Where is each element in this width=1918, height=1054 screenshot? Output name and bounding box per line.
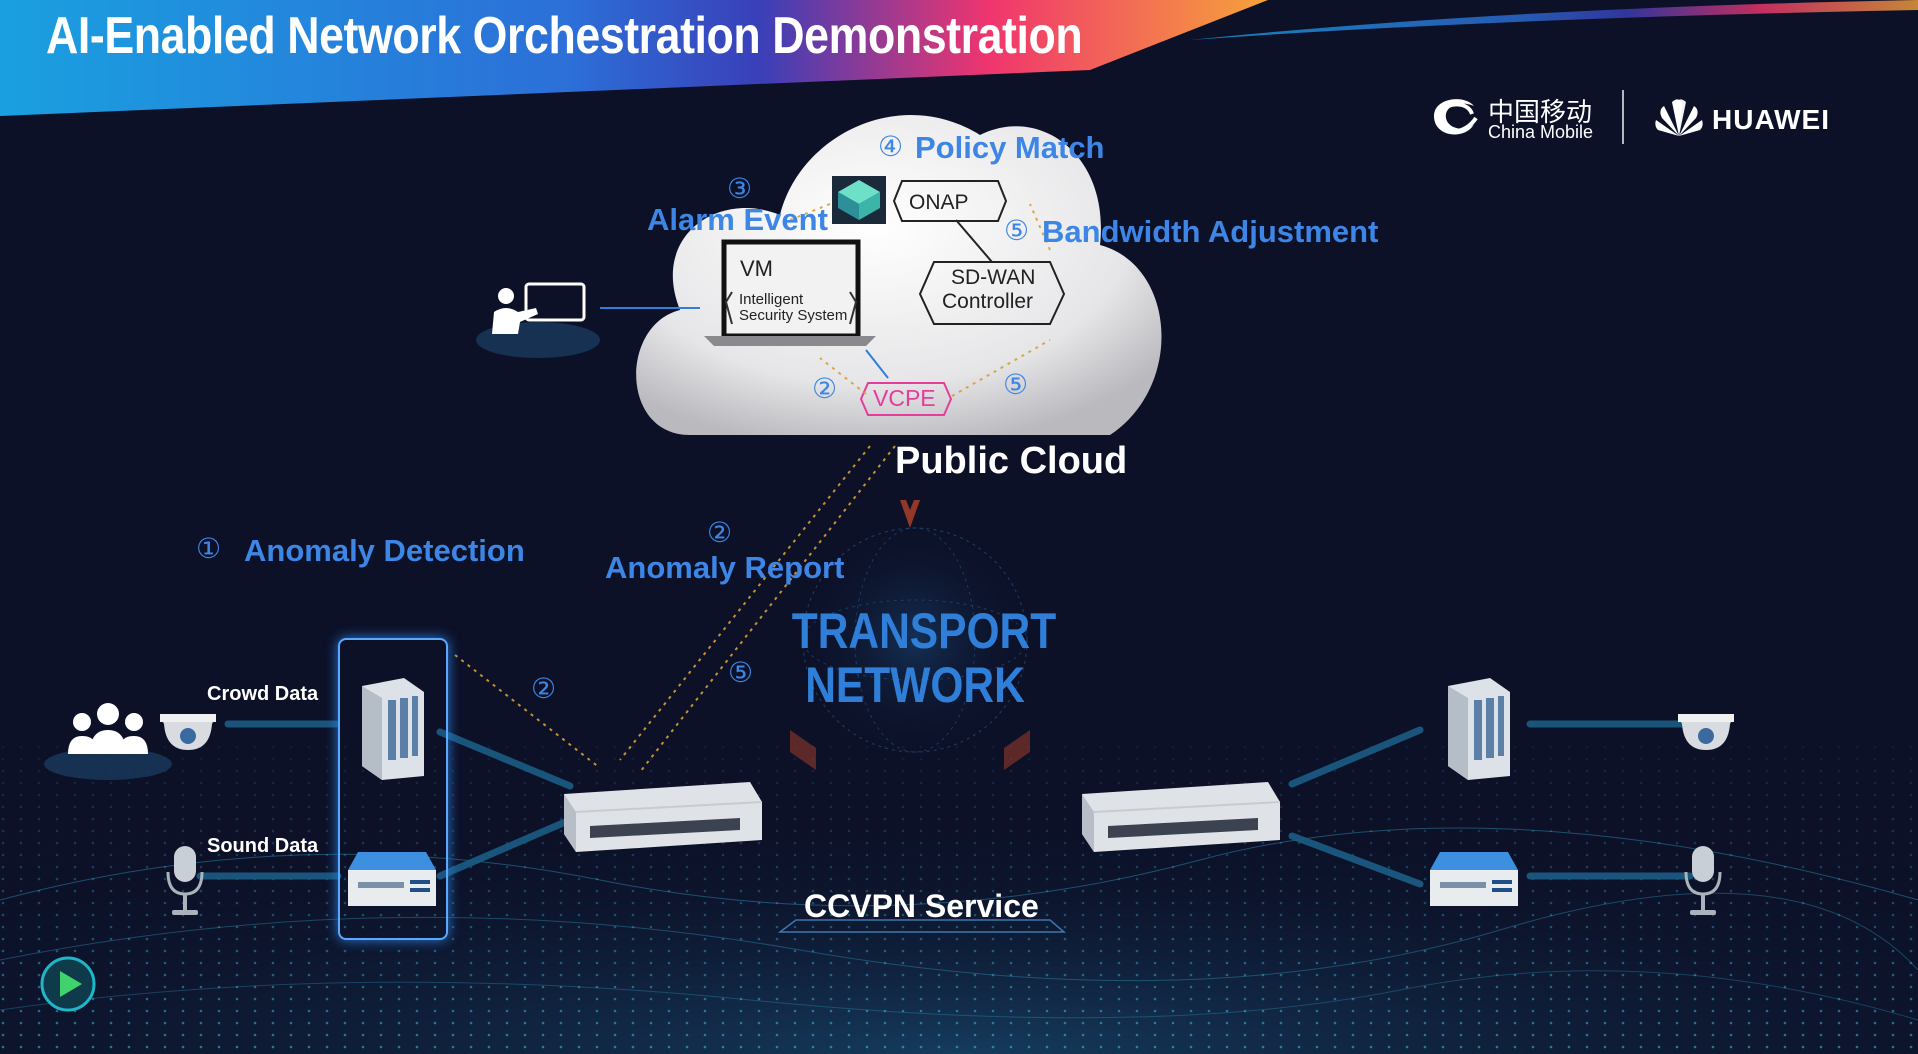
vm-line2: Security System — [739, 307, 848, 324]
onap-box — [892, 180, 1008, 222]
crowd-data-label: Crowd Data — [207, 683, 319, 705]
edge-devices-frame — [338, 638, 448, 940]
step4-label: Policy Match — [915, 130, 1105, 165]
router-right-icon — [1082, 782, 1281, 852]
presenter-icon — [476, 282, 600, 358]
sdwan-box — [918, 219, 1066, 325]
public-cloud-shape — [636, 114, 1162, 436]
flow-step2-marker: ② — [531, 672, 557, 705]
vm-title: VM — [740, 256, 773, 281]
public-cloud-label: Public Cloud — [895, 440, 1128, 482]
camera-icon — [160, 714, 216, 750]
huawei-logo-icon — [1655, 99, 1703, 136]
title-banner — [0, 0, 1918, 116]
vcpe-label: VCPE — [873, 385, 936, 411]
step3-num: ③ — [727, 172, 753, 205]
china-mobile-cn: 中国移动 — [1488, 98, 1593, 128]
ccvpn-service-label: CCVPN Service — [804, 888, 1039, 924]
transport-line2: NETWORK — [805, 657, 1025, 713]
storage-server-right-icon — [1430, 852, 1518, 906]
onap-label: ONAP — [909, 191, 969, 214]
logo-divider — [1622, 90, 1624, 144]
vm-line1: Intelligent — [739, 291, 804, 308]
sdwan-line2: Controller — [942, 290, 1034, 313]
step2-label: Anomaly Report — [605, 550, 845, 585]
step1-label: Anomaly Detection — [244, 533, 525, 568]
server-rack-icon — [362, 678, 424, 780]
storage-server-icon — [348, 852, 436, 906]
step2-num: ② — [707, 516, 733, 549]
page-title: AI-Enabled Network Orchestration Demonst… — [46, 7, 1083, 65]
play-icon[interactable] — [40, 956, 96, 1012]
onap-logo-icon — [832, 176, 886, 224]
vcpe-box — [859, 382, 953, 416]
step1-num: ① — [196, 532, 222, 565]
step5-num: ⑤ — [1004, 214, 1030, 247]
vcpe-step2-marker: ② — [812, 372, 838, 405]
transport-line1: TRANSPORT — [791, 603, 1057, 659]
step5-label: Bandwidth Adjustment — [1042, 214, 1379, 249]
china-mobile-logo-icon — [1434, 99, 1478, 135]
crowd-icon — [44, 703, 172, 780]
step4-num: ④ — [878, 130, 904, 163]
huawei-wordmark: HUAWEI — [1712, 104, 1830, 135]
sound-data-label: Sound Data — [207, 835, 319, 857]
laptop-icon — [704, 239, 876, 346]
camera-right-icon — [1678, 714, 1734, 750]
step3-label: Alarm Event — [647, 202, 828, 237]
microphone-right-icon — [1684, 846, 1722, 915]
server-rack-right-icon — [1448, 678, 1510, 780]
transport-network-label: TRANSPORT NETWORK — [791, 603, 1057, 713]
microphone-icon — [166, 846, 204, 915]
flow-step5-marker: ⑤ — [728, 656, 754, 689]
router-left-icon — [564, 782, 763, 852]
sdwan-line1: SD-WAN — [951, 266, 1036, 289]
vcpe-step5-marker: ⑤ — [1003, 368, 1029, 401]
china-mobile-en: China Mobile — [1488, 122, 1594, 142]
